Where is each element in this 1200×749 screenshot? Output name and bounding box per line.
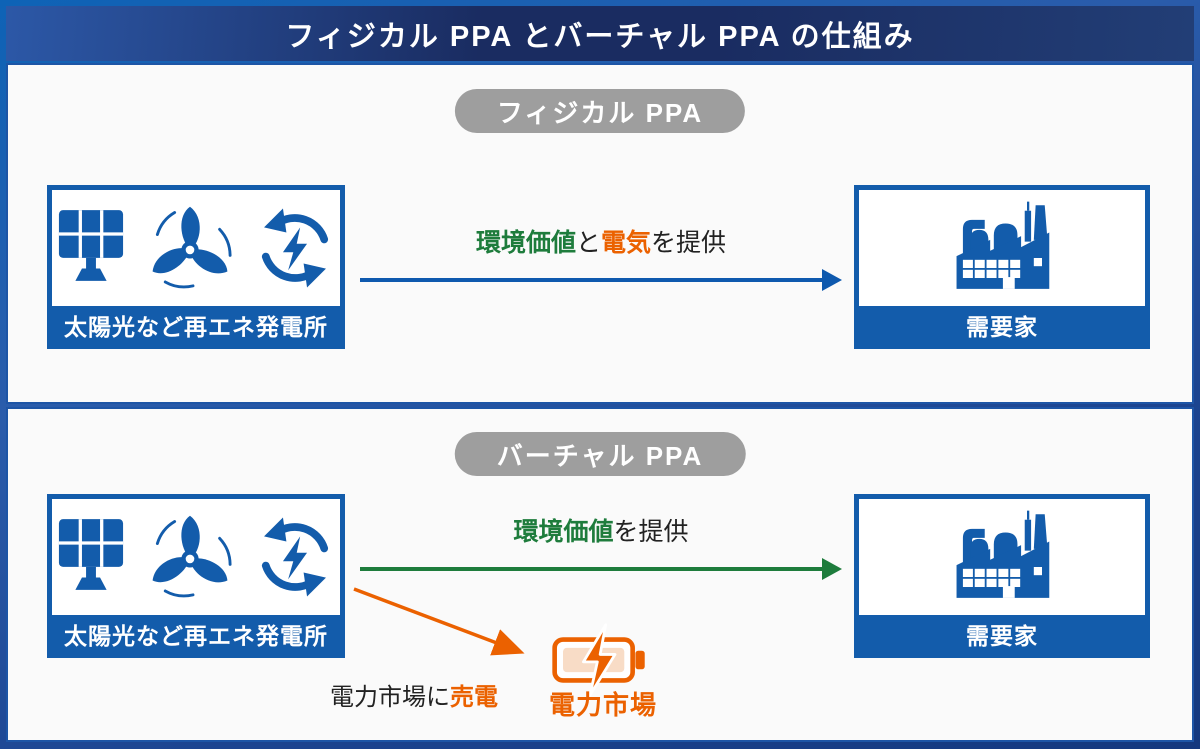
physical-flow-arrow: 環境価値と電気を提供 — [360, 223, 842, 291]
virtual-flow-arrow: 環境価値を提供 — [360, 512, 842, 580]
factory-icon — [956, 201, 1050, 289]
green-arrow — [360, 558, 842, 580]
wind-turbine-icon — [152, 206, 232, 289]
wind-turbine-icon — [152, 515, 232, 598]
diagram-header: フィジカル PPA とバーチャル PPA の仕組み — [6, 6, 1194, 61]
page-title: フィジカル PPA とバーチャル PPA の仕組み — [285, 20, 915, 53]
consumer-label: 需要家 — [859, 306, 1145, 344]
physical-ppa-badge: フィジカル PPA — [454, 89, 746, 133]
consumer-box: 需要家 — [854, 185, 1150, 349]
renewable-plant-label: 太陽光など再エネ発電所 — [52, 306, 340, 344]
factory-icon — [956, 510, 1050, 598]
sell-note: 電力市場に売電 — [330, 684, 498, 711]
renewable-plant-icons — [52, 190, 340, 306]
renewable-energy-cycle-icon — [261, 517, 329, 597]
renewable-plant-box: 太陽光など再エネ発電所 — [47, 494, 345, 658]
renewable-plant-box: 太陽光など再エネ発電所 — [47, 185, 345, 349]
virtual-ppa-badge: バーチャル PPA — [454, 432, 746, 476]
consumer-icons — [859, 190, 1145, 306]
market-label: 電力市場 — [548, 690, 657, 720]
physical-flow-label: 環境価値と電気を提供 — [475, 229, 727, 257]
solar-panel-icon — [58, 519, 124, 590]
battery-icon — [552, 623, 645, 697]
renewable-plant-label: 太陽光など再エネ発電所 — [52, 615, 340, 653]
panel-virtual-ppa: バーチャル PPA — [6, 407, 1194, 742]
consumer-label: 需要家 — [859, 615, 1145, 653]
virtual-flow-label: 環境価値を提供 — [513, 518, 689, 546]
consumer-icons — [859, 499, 1145, 615]
renewable-plant-icons — [52, 499, 340, 615]
solar-panel-icon — [58, 210, 124, 281]
panel-physical-ppa: フィジカル PPA — [6, 63, 1194, 404]
blue-arrow — [360, 269, 842, 291]
sell-power-arrow — [353, 587, 525, 656]
renewable-energy-cycle-icon — [261, 208, 329, 288]
consumer-box: 需要家 — [854, 494, 1150, 658]
